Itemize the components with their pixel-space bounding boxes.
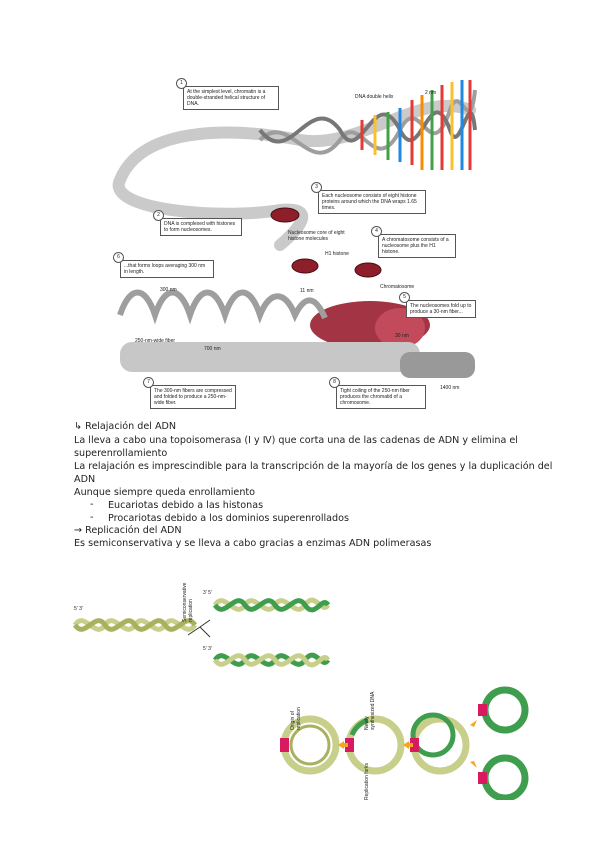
label-11nm: 11 nm bbox=[300, 288, 314, 294]
semiconservative-figure bbox=[70, 575, 330, 685]
callout-box-4: A chromatosome consists of a nucleosome … bbox=[378, 234, 456, 258]
label-2nm: 2 nm bbox=[425, 90, 436, 96]
label-30nm: 30 nm bbox=[395, 333, 409, 339]
semiconservative-label: Semiconservative replication bbox=[182, 580, 190, 622]
bullet-dash-2: - bbox=[90, 512, 93, 523]
heading-relajacion: ↳ Relajación del ADN bbox=[74, 420, 176, 433]
fiber-250nm-drawing bbox=[120, 342, 420, 372]
paragraph-2-line-1: La relajación es imprescindible para la … bbox=[74, 460, 552, 473]
daughter-helix-2-drawing bbox=[215, 655, 328, 665]
callout-box-7: The 300-nm fibers are compressed and fol… bbox=[150, 385, 236, 409]
callout-box-6: ...that forms loops averaging 300 nm in … bbox=[120, 260, 214, 278]
strand-end-label-top: 3' 5' bbox=[203, 590, 212, 596]
label-700nm: 700 nm bbox=[204, 346, 221, 352]
heading-replicacion: → Replicación del ADN bbox=[74, 524, 182, 537]
label-300nm: 300 nm bbox=[160, 287, 177, 293]
callout-number-8: 8 bbox=[329, 377, 340, 388]
origin-label: Origin of replication bbox=[290, 690, 302, 730]
chromatid-drawing bbox=[400, 352, 475, 378]
paragraph-2-line-2: ADN bbox=[74, 473, 95, 486]
callout-box-5: The nucleosomes fold up to produce a 30-… bbox=[406, 300, 476, 318]
callout-number-7: 7 bbox=[143, 377, 154, 388]
paragraph-1-line-1: La lleva a cabo una topoisomerasa (Ⅰ y Ⅳ… bbox=[74, 434, 534, 447]
callout-number-2: 2 bbox=[153, 210, 164, 221]
loops-300nm-drawing bbox=[120, 293, 325, 319]
strand-end-label-left: 5' 3' bbox=[74, 606, 83, 612]
callout-number-5: 5 bbox=[399, 292, 410, 303]
paragraph-1-line-2: superenrollamiento bbox=[74, 447, 167, 460]
callout-box-8: Tight coiling of the 250-nm fiber produc… bbox=[336, 385, 426, 409]
nucleosome-core-label: Nucleosome core of eight histone molecul… bbox=[288, 230, 358, 242]
replication-bubble-figure bbox=[280, 680, 540, 800]
daughter-helix-1-drawing bbox=[215, 600, 328, 610]
strand-end-label-bottom: 5' 3' bbox=[203, 646, 212, 652]
callout-number-4: 4 bbox=[371, 226, 382, 237]
callout-number-6: 6 bbox=[113, 252, 124, 263]
replication-forks-label: Replication forks bbox=[364, 760, 370, 800]
newly-synthesized-label: Newly synthesized DNA bbox=[364, 690, 376, 730]
callout-box-1: At the simplest level, chromatin is a do… bbox=[183, 86, 279, 110]
bullet-dash-1: - bbox=[90, 499, 93, 510]
label-1400nm: 1400 nm bbox=[440, 385, 459, 391]
bullet-1: Eucariotas debido a las histonas bbox=[108, 499, 263, 512]
dna-helix-label: DNA double helix bbox=[355, 94, 393, 100]
fiber-250nm-label: 250-nm-wide fiber bbox=[135, 338, 175, 344]
callout-number-1: 1 bbox=[176, 78, 187, 89]
h1-histone-label: H1 histone bbox=[325, 251, 349, 257]
chromatosome-label: Chromatosome bbox=[380, 284, 414, 290]
callout-number-3: 3 bbox=[311, 182, 322, 193]
callout-box-2: DNA is complexed with histones to form n… bbox=[160, 218, 242, 236]
parent-helix-drawing bbox=[75, 621, 195, 630]
callout-box-3: Each nucleosome consists of eight histon… bbox=[318, 190, 426, 214]
paragraph-4: Es semiconservativa y se lleva a cabo gr… bbox=[74, 537, 431, 550]
paragraph-3: Aunque siempre queda enrollamiento bbox=[74, 486, 255, 499]
